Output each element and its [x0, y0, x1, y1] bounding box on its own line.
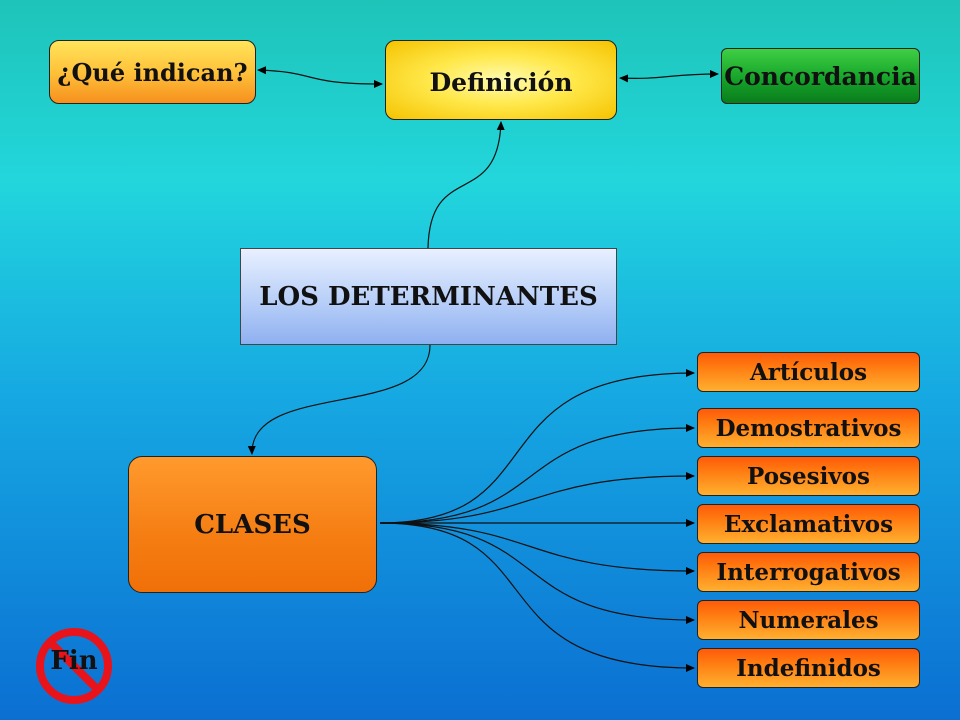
item-articulos[interactable]: Artículos: [697, 352, 920, 392]
item-label: Artículos: [749, 358, 868, 386]
definicion-label: Definición: [429, 67, 573, 97]
item-demostrativos[interactable]: Demostrativos: [697, 408, 920, 448]
link-clases-posesivos: [379, 472, 695, 524]
item-label: Demostrativos: [715, 414, 902, 442]
item-numerales[interactable]: Numerales: [697, 600, 920, 640]
clases-label: CLASES: [194, 509, 311, 540]
item-label: Indefinidos: [736, 654, 881, 682]
clases-node: CLASES: [128, 456, 377, 593]
no-entry-icon[interactable]: [34, 626, 114, 706]
link-main-definicion: [427, 121, 505, 249]
item-label: Exclamativos: [723, 510, 894, 538]
item-posesivos[interactable]: Posesivos: [697, 456, 920, 496]
que-indican-label: ¿Qué indican?: [57, 57, 248, 87]
item-exclamativos[interactable]: Exclamativos: [697, 504, 920, 544]
link-clases-interrogativos: [379, 522, 695, 575]
link-clases-numerales: [379, 522, 695, 624]
definicion-node[interactable]: Definición: [385, 40, 617, 120]
item-label: Interrogativos: [716, 558, 901, 586]
link-clases-demostrativos: [379, 424, 695, 524]
link-que-definicion: [257, 66, 383, 88]
link-main-clases: [247, 344, 431, 455]
item-interrogativos[interactable]: Interrogativos: [697, 552, 920, 592]
item-label: Posesivos: [747, 462, 870, 490]
los-determinantes-label: LOS DETERMINANTES: [259, 281, 598, 312]
link-definicion-concordancia: [619, 70, 719, 83]
que-indican-node[interactable]: ¿Qué indican?: [49, 40, 256, 104]
fin-button[interactable]: Fin: [50, 646, 98, 676]
item-indefinidos[interactable]: Indefinidos: [697, 648, 920, 688]
concordancia-label: Concordancia: [724, 61, 917, 91]
link-clases-indefinidos: [379, 522, 695, 672]
link-clases-articulos: [379, 369, 695, 524]
item-label: Numerales: [738, 606, 879, 634]
los-determinantes-node: LOS DETERMINANTES: [240, 248, 617, 345]
concordancia-node[interactable]: Concordancia: [721, 48, 920, 104]
